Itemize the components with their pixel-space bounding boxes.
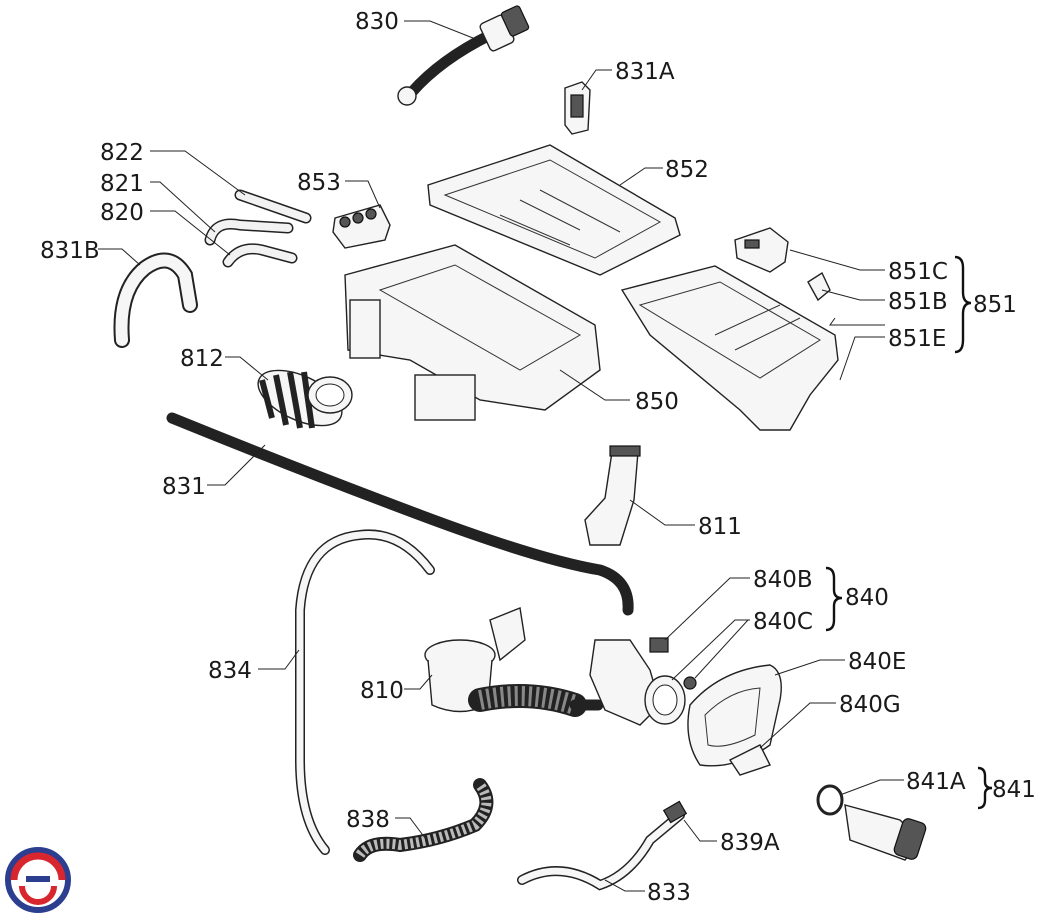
label-831B: 831B — [40, 238, 100, 264]
label-839A: 839A — [720, 830, 780, 856]
label-853: 853 — [297, 170, 341, 196]
label-851: 851 — [973, 292, 1017, 318]
part-811-pressure-chamber — [584, 445, 641, 546]
label-840C: 840C — [753, 609, 813, 635]
part-labels: 830 831A 822 821 820 853 852 831B 851C 8… — [40, 9, 1036, 906]
part-851C-handle — [734, 227, 789, 273]
part-840E-pump-housing — [687, 664, 782, 767]
logo-red-arc — [10, 852, 66, 881]
part-810-sump — [424, 607, 604, 717]
label-812: 812 — [180, 346, 224, 372]
label-821: 821 — [100, 171, 144, 197]
part-840G-flap — [728, 744, 771, 776]
brace-851 — [954, 255, 972, 354]
label-811: 811 — [698, 514, 742, 540]
label-840E: 840E — [848, 649, 906, 675]
label-833: 833 — [647, 880, 691, 906]
label-834: 834 — [208, 658, 252, 684]
logo-outer-ring — [5, 847, 71, 913]
label-831A: 831A — [615, 59, 675, 85]
label-850: 850 — [635, 389, 679, 415]
part-850-dispenser-housing — [344, 244, 601, 421]
label-810: 810 — [360, 678, 404, 704]
part-841-filter — [816, 784, 927, 861]
part-851E-drawer — [620, 265, 839, 431]
logo-inner-arc — [19, 885, 57, 905]
label-838: 838 — [346, 807, 390, 833]
brace-841 — [977, 766, 993, 810]
label-841: 841 — [992, 777, 1036, 803]
part-822-tube — [234, 189, 312, 224]
part-820-tube — [222, 243, 298, 268]
part-831-drain-hose — [166, 412, 634, 616]
label-840: 840 — [845, 585, 889, 611]
label-851E: 851E — [888, 326, 946, 352]
part-851B-siphon — [807, 271, 831, 302]
part-833-hose — [517, 810, 685, 891]
label-840G: 840G — [839, 692, 901, 718]
label-841A: 841A — [906, 769, 966, 795]
label-830: 830 — [355, 9, 399, 35]
part-834-hose — [295, 529, 435, 855]
logo-bar — [26, 876, 50, 882]
part-853-valve-block — [332, 204, 391, 249]
label-822: 822 — [100, 140, 144, 166]
part-839A-connector — [662, 800, 688, 824]
label-852: 852 — [665, 157, 709, 183]
label-851B: 851B — [888, 289, 948, 315]
brace-840 — [825, 566, 843, 632]
part-852-dispenser-lid — [427, 144, 681, 276]
part-838-hose — [353, 778, 494, 862]
part-840-pump-assembly — [589, 637, 697, 726]
label-851C: 851C — [888, 259, 948, 285]
part-821-tube — [204, 218, 294, 246]
label-820: 820 — [100, 200, 144, 226]
leader-lines — [98, 20, 904, 892]
label-840B: 840B — [753, 567, 813, 593]
part-831B-hose-guide — [113, 252, 198, 348]
brand-logo — [5, 847, 71, 913]
part-812-bellows — [257, 369, 353, 429]
part-830-inlet-hose — [397, 5, 530, 106]
part-831A-clip — [564, 81, 591, 135]
label-831: 831 — [162, 474, 206, 500]
